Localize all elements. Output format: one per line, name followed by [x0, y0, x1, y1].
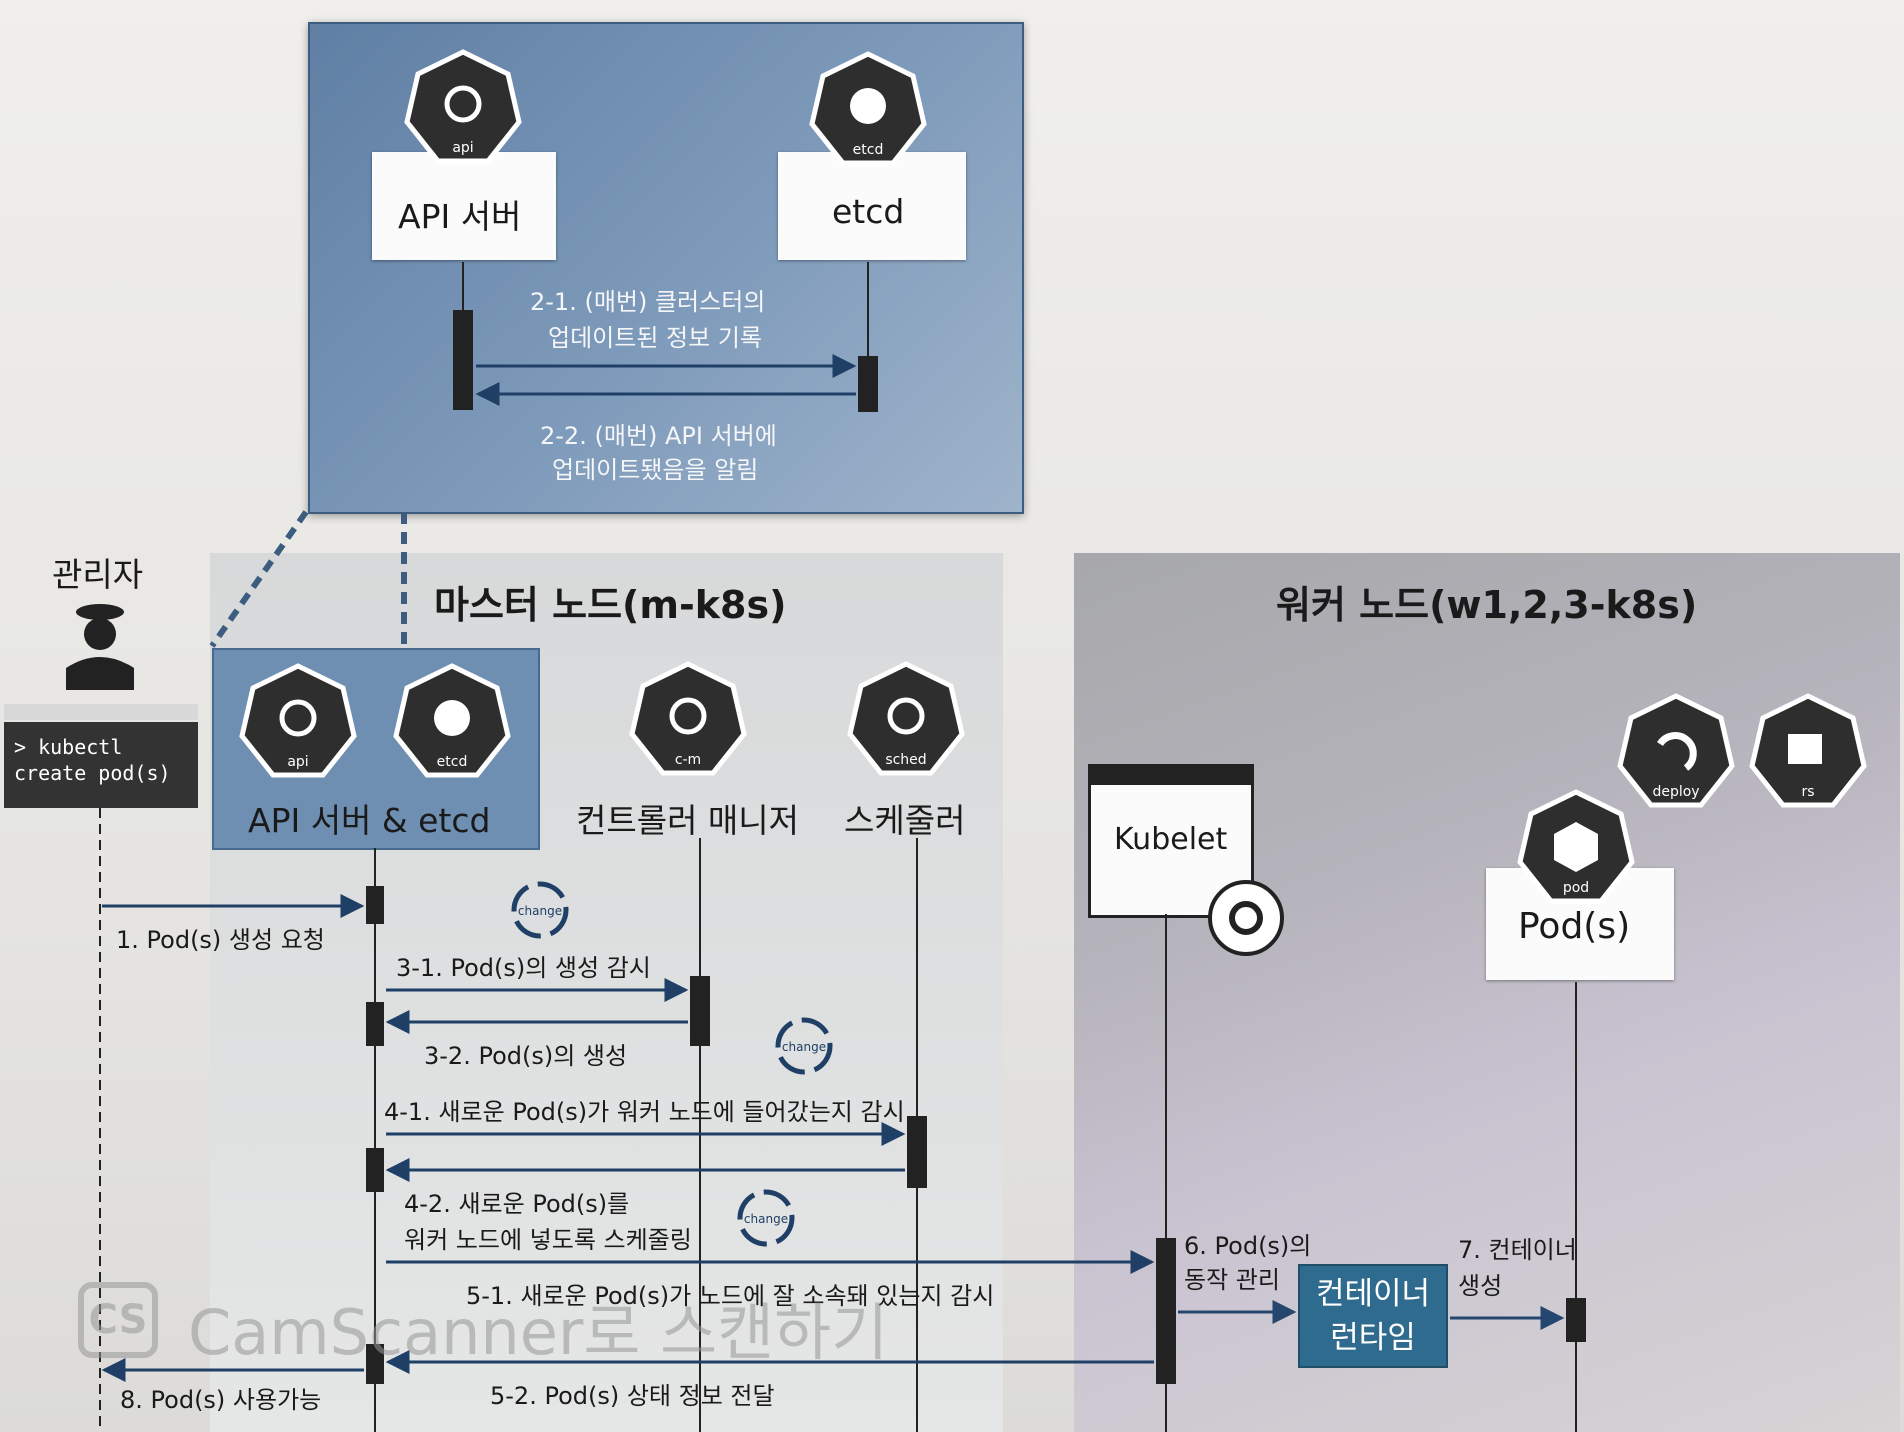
change-icon-text-2: change [782, 1040, 826, 1054]
pod-icon-text: pod [1563, 880, 1589, 896]
kubelet-label: Kubelet [1114, 822, 1228, 857]
pod-label: Pod(s) [1518, 906, 1631, 947]
admin-label: 관리자 [52, 555, 144, 594]
rs-icon-text: rs [1801, 784, 1814, 800]
activation-etcd-detail [858, 356, 878, 412]
api-icon-master: api [239, 663, 357, 778]
deploy-icon-text: deploy [1652, 784, 1699, 800]
camscanner-logo: CS [78, 1282, 158, 1358]
step-2-2-line2: 업데이트됐음을 알림 [552, 456, 759, 484]
runtime-label-line1: 컨테이너 [1315, 1276, 1431, 1312]
replicaset-icon: rs [1749, 693, 1867, 808]
etcd-icon-master: etcd [393, 663, 511, 778]
terminal-titlebar [4, 704, 198, 720]
activation-api-detail [453, 310, 473, 410]
api-server-label: API 서버 [398, 197, 522, 236]
etcd-card [778, 152, 966, 260]
pod-icon: pod [1517, 789, 1635, 904]
step-6-line1: 6. Pod(s)의 [1184, 1232, 1312, 1260]
container-runtime-box: 컨테이너 런타임 [1298, 1264, 1448, 1368]
step-2-2-line1: 2-2. (매번) API 서버에 [540, 422, 777, 450]
terminal-line-1: > kubectl [14, 735, 123, 759]
activation-scheduler [907, 1116, 927, 1188]
step-3-1-label: 3-1. Pod(s)의 생성 감시 [396, 954, 651, 982]
change-icon: change [511, 881, 569, 939]
activation-api-3 [366, 1148, 384, 1192]
zoom-link-left [209, 510, 309, 648]
step-4-2-line2: 워커 노드에 넣도록 스케줄링 [404, 1226, 692, 1254]
activation-pod [1566, 1298, 1586, 1342]
etcd-label: etcd [832, 192, 905, 231]
kubectl-terminal: > kubectl create pod(s) [4, 722, 198, 808]
step-4-1-label: 4-1. 새로운 Pod(s)가 워커 노드에 들어갔는지 감시 [384, 1098, 905, 1126]
scheduler-icon: sched [847, 661, 965, 776]
step-3-2-label: 3-2. Pod(s)의 생성 [424, 1042, 628, 1070]
step-7-line2: 생성 [1458, 1272, 1503, 1300]
step-7-line1: 7. 컨테이너 [1458, 1236, 1577, 1264]
activation-api-2 [366, 1002, 384, 1046]
activation-api-4 [366, 1344, 384, 1384]
controller-manager-icon: c-m [629, 661, 747, 776]
deploy-icon: deploy [1617, 693, 1735, 808]
change-icon: change [737, 1189, 795, 1247]
terminal-line-2: create pod(s) [14, 761, 171, 785]
change-icon-text-3: change [744, 1212, 788, 1226]
step-5-2-label: 5-2. Pod(s) 상태 정보 전달 [490, 1382, 775, 1410]
master-node-title: 마스터 노드(m-k8s) [434, 583, 787, 627]
controller-manager-label: 컨트롤러 매니저 [576, 801, 800, 840]
step-4-2-line1: 4-2. 새로운 Pod(s)를 [404, 1190, 630, 1218]
api-icon-text: api [452, 140, 473, 156]
step-2-1-line1: 2-1. (매번) 클러스터의 [530, 288, 766, 316]
runtime-label-line2: 런타임 [1330, 1320, 1416, 1356]
sched-icon-text: sched [885, 752, 926, 768]
cm-icon-text: c-m [675, 752, 701, 768]
etcd-icon-text: etcd [853, 142, 884, 158]
api-server-card [372, 152, 556, 260]
step-6-line2: 동작 관리 [1184, 1266, 1280, 1294]
api-icon: api [404, 49, 522, 164]
camscanner-watermark: CamScanner로 스캔하기 [188, 1296, 889, 1369]
worker-node-title: 워커 노드(w1,2,3-k8s) [1276, 583, 1698, 627]
kubelet-window-titlebar [1091, 767, 1251, 785]
api-etcd-label: API 서버 & etcd [248, 801, 491, 840]
worker-node-zone [1074, 553, 1900, 1432]
activation-api-1 [366, 886, 384, 924]
etcd-icon-master-text: etcd [437, 754, 468, 770]
activation-controller [690, 976, 710, 1046]
change-icon-text-1: change [518, 904, 562, 918]
admin-icon [66, 604, 134, 690]
scheduler-label: 스케줄러 [844, 801, 966, 840]
step-8-label: 8. Pod(s) 사용가능 [120, 1386, 322, 1414]
api-icon-master-text: api [287, 754, 308, 770]
change-icon: change [775, 1017, 833, 1075]
step-2-1-line2: 업데이트된 정보 기록 [548, 324, 762, 352]
step-5-1-label: 5-1. 새로운 Pod(s)가 노드에 잘 소속돼 있는지 감시 [466, 1282, 995, 1310]
gear-icon [1208, 880, 1284, 956]
step-1-label: 1. Pod(s) 생성 요청 [116, 926, 325, 954]
etcd-icon: etcd [809, 51, 927, 166]
activation-kubelet [1156, 1238, 1176, 1384]
